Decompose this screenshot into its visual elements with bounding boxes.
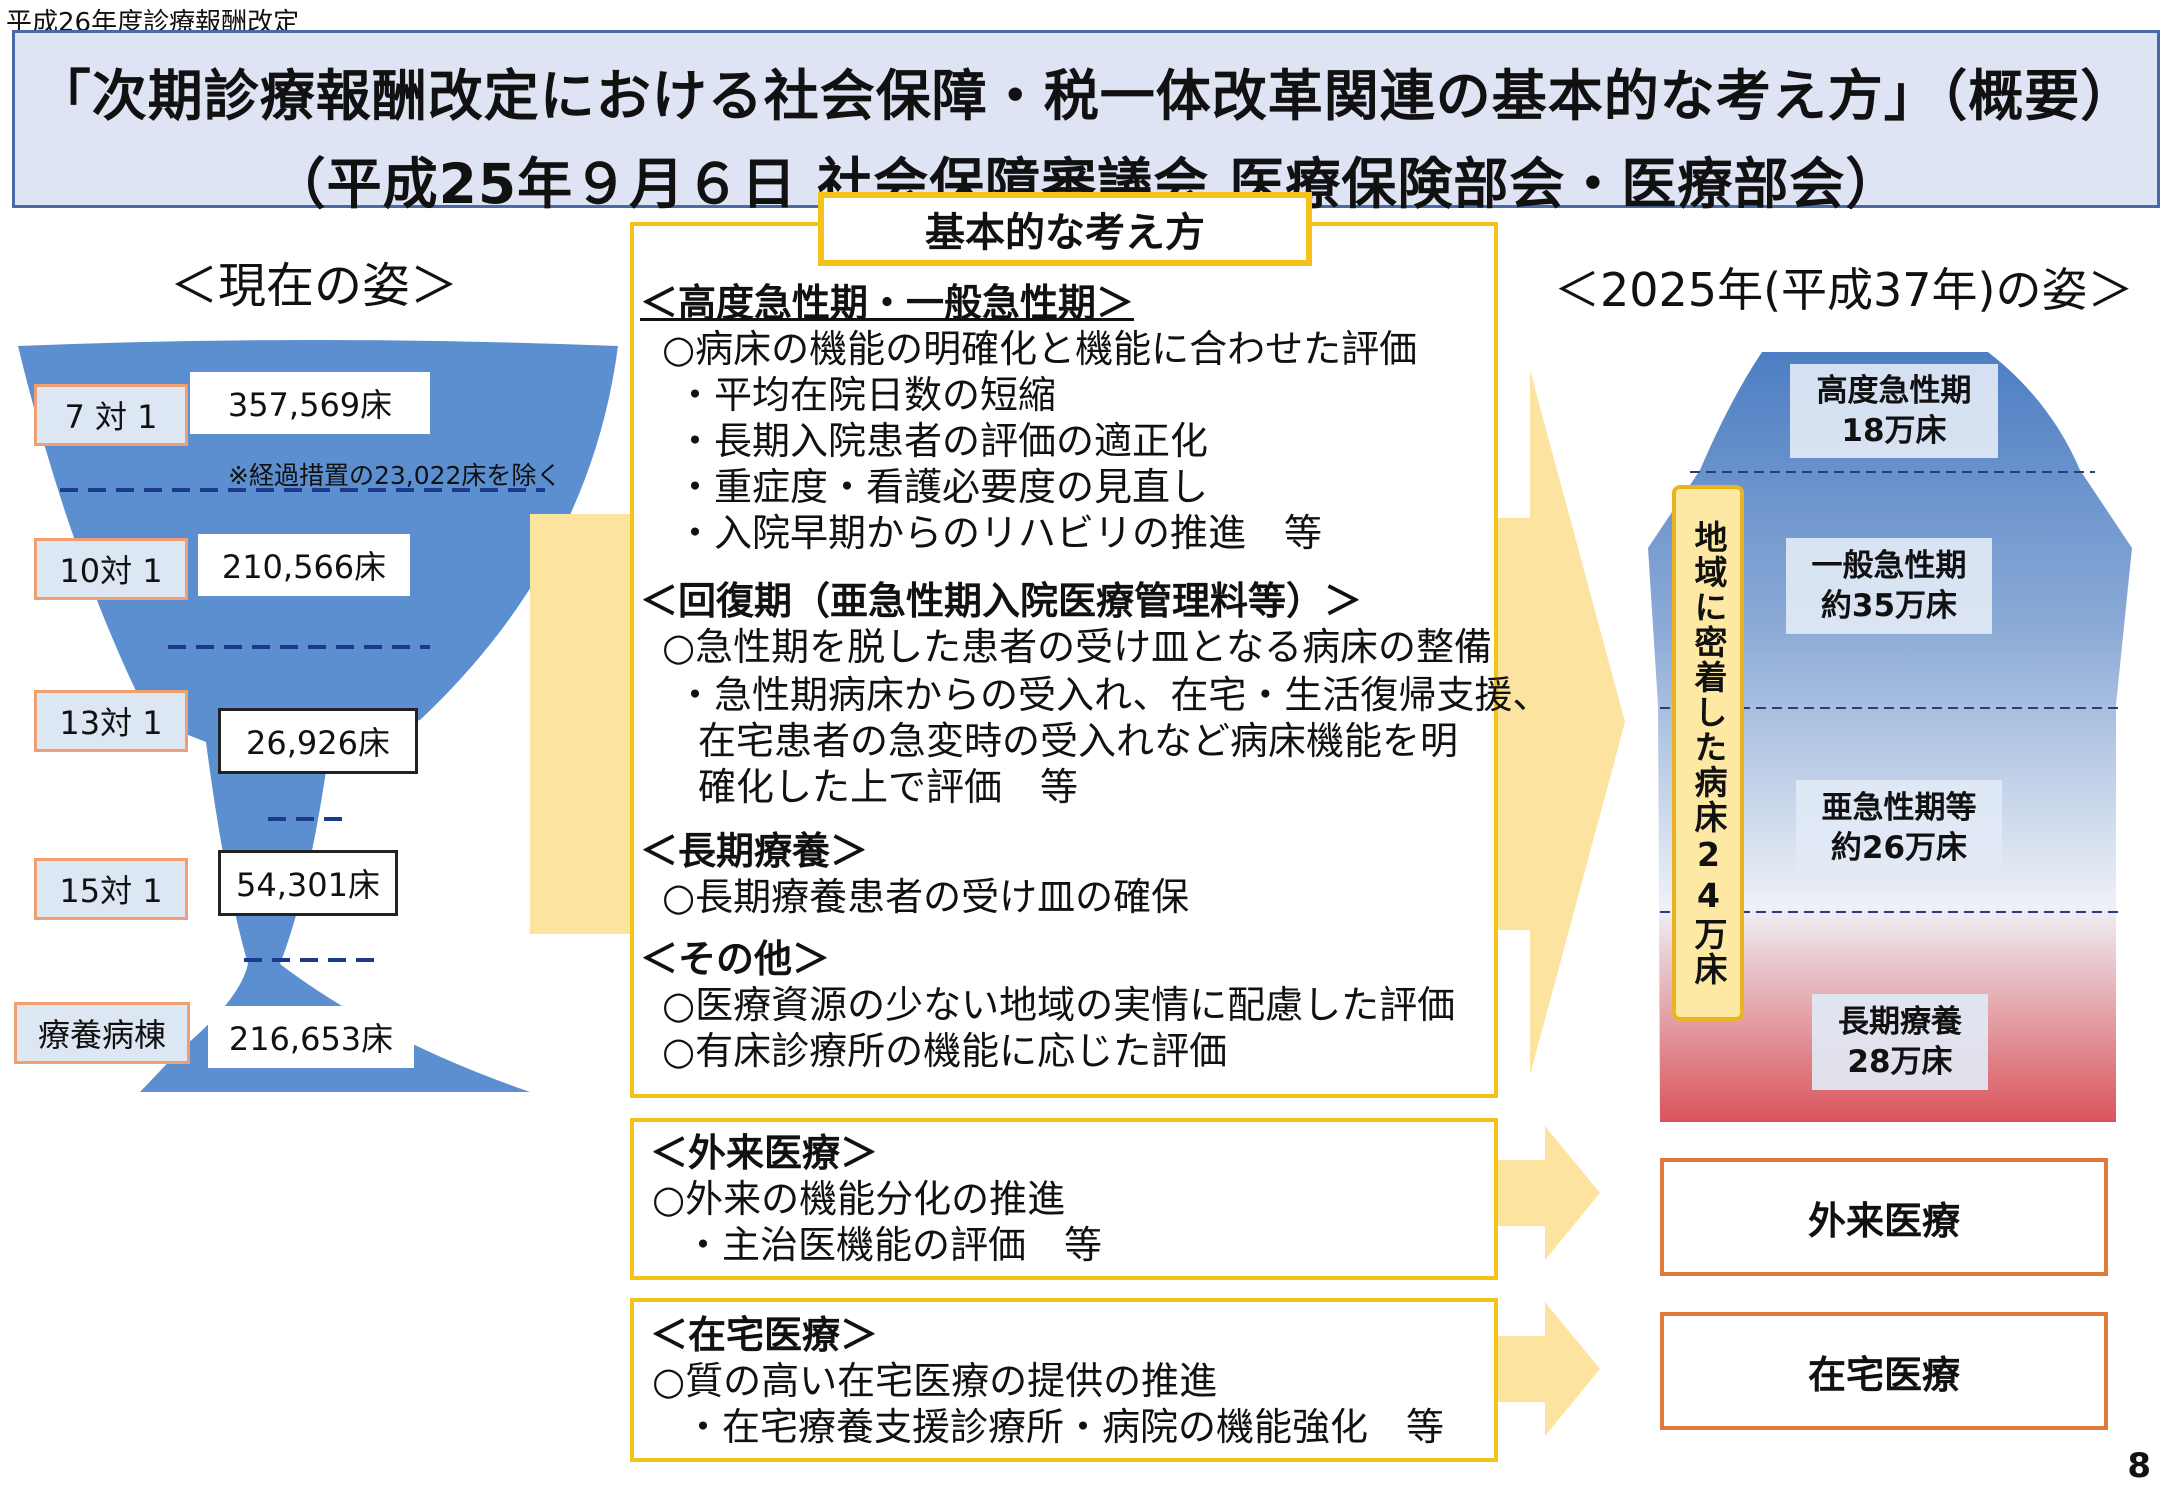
tier-name: 亜急性期等 bbox=[1821, 790, 1977, 826]
sub-item-continued: 在宅患者の急変時の受入れなど病床機能を明 bbox=[698, 719, 1459, 763]
future-heading: ＜2025年(平成37年)の姿＞ bbox=[1554, 263, 2134, 317]
ratio-label: 10対 1 bbox=[34, 538, 188, 600]
community-beds-text: 地域に密着した病床24万床 bbox=[1689, 519, 1728, 987]
tier-count: 18万床 bbox=[1841, 413, 1947, 449]
current-heading: ＜現在の姿＞ bbox=[170, 258, 459, 314]
section-heading: ＜その他＞ bbox=[640, 937, 831, 981]
bed-count: 216,653床 bbox=[208, 1006, 414, 1068]
tier-box: 亜急性期等 約26万床 bbox=[1796, 780, 2002, 876]
flow-arrow-homecare bbox=[1495, 1302, 1600, 1436]
tier-name: 高度急性期 bbox=[1816, 373, 1972, 409]
section-heading: ＜在宅医療＞ bbox=[650, 1313, 879, 1357]
section-heading: ＜回復期（亜急性期入院医療管理料等）＞ bbox=[640, 579, 1363, 623]
bullet-item: ○医療資源の少ない地域の実情に配慮した評価 bbox=[662, 983, 1456, 1027]
ratio-label: 15対 1 bbox=[34, 858, 188, 920]
ratio-label: 療養病棟 bbox=[14, 1002, 190, 1064]
title-box: 「次期診療報酬改定における社会保障・税一体改革関連の基本的な考え方」（概要） （… bbox=[12, 30, 2160, 216]
homecare-panel bbox=[630, 1298, 1498, 1462]
sub-item: ・入院早期からのリハビリの推進 等 bbox=[676, 511, 1323, 555]
tier-box: 一般急性期 約35万床 bbox=[1786, 538, 1992, 634]
basic-approach-title: 基本的な考え方 bbox=[818, 192, 1312, 266]
bullet-item: ○質の高い在宅医療の提供の推進 bbox=[652, 1359, 1218, 1403]
bed-count: 357,569床 bbox=[190, 372, 430, 434]
sub-item: ・長期入院患者の評価の適正化 bbox=[676, 419, 1209, 463]
page-number: 8 bbox=[2127, 1446, 2151, 1486]
bullet-item: ○病床の機能の明確化と機能に合わせた評価 bbox=[662, 327, 1418, 371]
tier-count: 28万床 bbox=[1847, 1044, 1953, 1080]
section-heading: ＜長期療養＞ bbox=[640, 829, 869, 873]
flow-band bbox=[530, 514, 640, 934]
homecare-box: 在宅医療 bbox=[1660, 1312, 2108, 1430]
tier-count: 約26万床 bbox=[1830, 830, 1968, 866]
basic-approach-panel bbox=[630, 222, 1498, 1098]
bed-count: 26,926床 bbox=[218, 708, 418, 774]
sub-item: ・平均在院日数の短縮 bbox=[676, 373, 1057, 417]
bullet-item: ○外来の機能分化の推進 bbox=[652, 1177, 1066, 1221]
sub-item-continued: 確化した上で評価 等 bbox=[698, 765, 1079, 809]
flow-arrow-outpatient bbox=[1495, 1126, 1600, 1260]
future-shape bbox=[1648, 352, 2132, 1122]
bed-count: 210,566床 bbox=[198, 534, 410, 596]
bullet-item: ○急性期を脱した患者の受け皿となる病床の整備 bbox=[662, 625, 1493, 669]
bed-count: 54,301床 bbox=[218, 850, 398, 916]
ratio-label: 7 対 1 bbox=[34, 384, 188, 446]
ratio-label: 13対 1 bbox=[34, 690, 188, 752]
sub-item: ・主治医機能の評価 等 bbox=[684, 1223, 1103, 1267]
section-heading: ＜外来医療＞ bbox=[650, 1131, 879, 1175]
tier-count: 約35万床 bbox=[1820, 588, 1958, 624]
footnote: ※経過措置の23,022床を除く bbox=[228, 461, 562, 490]
bullet-item: ○有床診療所の機能に応じた評価 bbox=[662, 1029, 1228, 1073]
page-title: 「次期診療報酬改定における社会保障・税一体改革関連の基本的な考え方」（概要） bbox=[35, 64, 2137, 128]
outpatient-box: 外来医療 bbox=[1660, 1158, 2108, 1276]
flow-arrow-main bbox=[1490, 370, 1625, 1075]
tier-box: 高度急性期 18万床 bbox=[1790, 364, 1998, 458]
community-beds-label: 地域に密着した病床24万床 bbox=[1672, 485, 1744, 1021]
sub-item: ・重症度・看護必要度の見直し bbox=[676, 465, 1209, 509]
tier-name: 長期療養 bbox=[1838, 1004, 1962, 1040]
outpatient-panel bbox=[630, 1118, 1498, 1280]
sub-item: ・急性期病床からの受入れ、在宅・生活復帰支援、 bbox=[676, 673, 1551, 717]
bullet-item: ○長期療養患者の受け皿の確保 bbox=[662, 875, 1190, 919]
sub-item: ・在宅療養支援診療所・病院の機能強化 等 bbox=[684, 1405, 1445, 1449]
tier-name: 一般急性期 bbox=[1811, 548, 1967, 584]
tier-box: 長期療養 28万床 bbox=[1812, 994, 1988, 1090]
section-heading: ＜高度急性期・一般急性期＞ bbox=[640, 281, 1135, 325]
